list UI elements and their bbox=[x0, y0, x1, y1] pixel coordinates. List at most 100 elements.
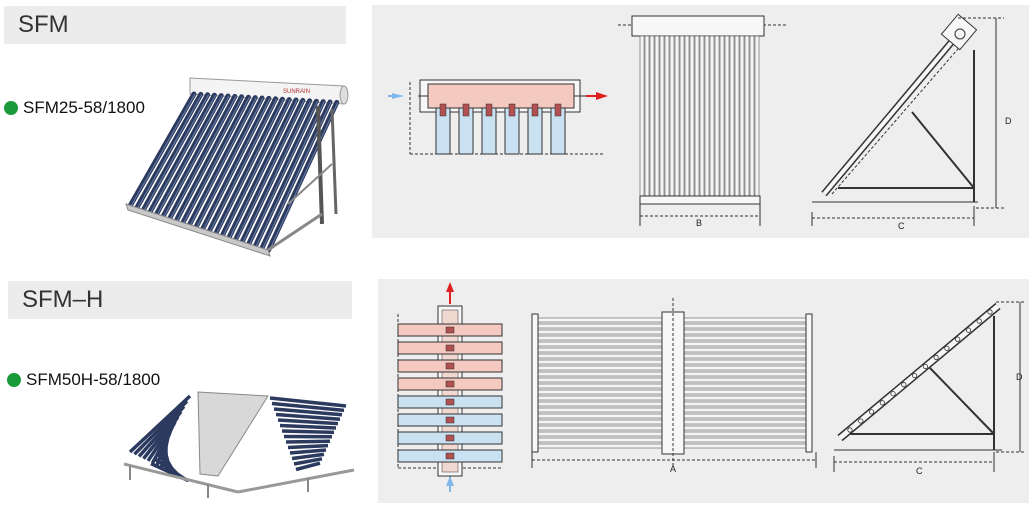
hot-out-arrow-icon bbox=[446, 282, 454, 292]
tube-highlight bbox=[249, 100, 318, 245]
tube-end bbox=[955, 336, 961, 342]
vacuum-tube bbox=[279, 423, 337, 430]
vacuum-tube bbox=[683, 431, 807, 437]
vacuum-tube bbox=[531, 383, 663, 389]
vacuum-tube bbox=[683, 329, 807, 335]
vacuum-tube bbox=[531, 323, 663, 329]
vacuum-tube bbox=[683, 389, 807, 395]
section-header-sfm: SFM bbox=[4, 6, 346, 44]
dimension-label-d: D bbox=[1005, 116, 1012, 126]
vacuum-tube bbox=[683, 413, 807, 419]
vacuum-tube bbox=[269, 396, 347, 408]
vacuum-tube bbox=[133, 399, 189, 456]
vacuum-tube bbox=[729, 35, 735, 197]
vacuum-tube bbox=[531, 347, 663, 353]
vacuum-tube bbox=[683, 377, 807, 383]
vacuum-tube bbox=[291, 452, 325, 461]
tube-highlight bbox=[189, 97, 257, 226]
frame-post bbox=[805, 313, 813, 453]
vacuum-tube bbox=[689, 35, 695, 197]
tube-highlight bbox=[242, 100, 312, 242]
vacuum-tube bbox=[709, 35, 715, 197]
vacuum-tube bbox=[654, 35, 660, 197]
section-title: SFM bbox=[18, 11, 69, 38]
vacuum-tube bbox=[213, 96, 285, 236]
heat-pipe bbox=[445, 398, 455, 406]
vacuum-tube bbox=[275, 412, 341, 421]
vacuum-tube bbox=[281, 429, 335, 435]
manifold-diagram-sfm bbox=[388, 79, 608, 155]
vacuum-tube bbox=[531, 413, 663, 419]
vacuum-tube bbox=[186, 95, 258, 228]
vacuum-tube bbox=[531, 419, 663, 425]
vacuum-tube bbox=[266, 99, 340, 253]
vacuum-tube bbox=[699, 35, 705, 197]
green-bullet-icon bbox=[7, 373, 21, 387]
heat-pipe bbox=[445, 326, 455, 334]
vacuum-tube bbox=[719, 35, 725, 197]
side-view-sfm: C D bbox=[811, 13, 1012, 231]
hot-out-arrow-icon bbox=[596, 92, 608, 100]
model-label-sfm: SFM25-58/1800 bbox=[4, 98, 145, 118]
tube-end bbox=[976, 318, 982, 324]
heat-pipe bbox=[485, 103, 493, 117]
vacuum-tube bbox=[531, 371, 663, 377]
heat-pipe bbox=[445, 362, 455, 370]
vacuum-tube bbox=[683, 401, 807, 407]
vacuum-tube bbox=[744, 35, 750, 197]
model-label-sfm-h: SFM50H-58/1800 bbox=[7, 370, 160, 390]
dimension-label-c: C bbox=[916, 466, 923, 476]
vacuum-tube bbox=[644, 35, 650, 197]
vacuum-tube bbox=[683, 341, 807, 347]
tube-end bbox=[858, 418, 864, 424]
vacuum-tube bbox=[295, 461, 321, 472]
vacuum-tube bbox=[273, 407, 343, 417]
vacuum-tube bbox=[153, 93, 224, 217]
vacuum-tube bbox=[219, 97, 292, 238]
vacuum-tube bbox=[639, 35, 645, 197]
green-bullet-icon bbox=[4, 101, 18, 115]
tube-end bbox=[965, 327, 972, 333]
vacuum-tube bbox=[287, 443, 329, 450]
heat-pipe bbox=[508, 103, 516, 117]
vacuum-tube bbox=[206, 96, 279, 234]
vacuum-tube bbox=[233, 97, 306, 243]
vacuum-tube bbox=[531, 377, 663, 383]
heat-pipe bbox=[531, 103, 539, 117]
vacuum-tube bbox=[531, 365, 663, 371]
vacuum-tube bbox=[664, 35, 670, 197]
tube-end bbox=[847, 427, 853, 433]
frame-post bbox=[531, 313, 539, 453]
vacuum-tube bbox=[674, 35, 680, 197]
vacuum-tube bbox=[531, 389, 663, 395]
vacuum-tube bbox=[684, 35, 690, 197]
tube-end bbox=[879, 400, 885, 406]
vacuum-tube bbox=[683, 437, 807, 443]
heat-pipe bbox=[445, 344, 455, 352]
vacuum-tube bbox=[531, 317, 663, 323]
tube-highlight bbox=[222, 99, 291, 236]
tube-end bbox=[868, 409, 875, 415]
vacuum-tube bbox=[754, 35, 760, 197]
tube-end bbox=[987, 309, 993, 315]
tube-highlight bbox=[176, 96, 244, 221]
vacuum-tube bbox=[683, 419, 807, 425]
vacuum-tube bbox=[531, 329, 663, 335]
section-header-sfm-h: SFM–H bbox=[8, 281, 352, 319]
vacuum-tube bbox=[277, 418, 339, 426]
dimension-label-a: A bbox=[670, 464, 676, 474]
vacuum-tube bbox=[683, 425, 807, 431]
product-photo-sfm-h bbox=[123, 391, 355, 498]
vacuum-tube bbox=[193, 95, 265, 230]
tube-highlight bbox=[150, 94, 216, 213]
tube-highlight bbox=[183, 96, 250, 224]
vacuum-tube bbox=[704, 35, 710, 197]
heat-pipe bbox=[445, 452, 455, 460]
vacuum-tube bbox=[649, 35, 655, 197]
vacuum-tube bbox=[531, 335, 663, 341]
tube-highlight bbox=[196, 97, 264, 228]
vacuum-tube bbox=[531, 401, 663, 407]
vacuum-tube bbox=[683, 323, 807, 329]
heat-pipe bbox=[445, 416, 455, 424]
vacuum-tube bbox=[531, 425, 663, 431]
